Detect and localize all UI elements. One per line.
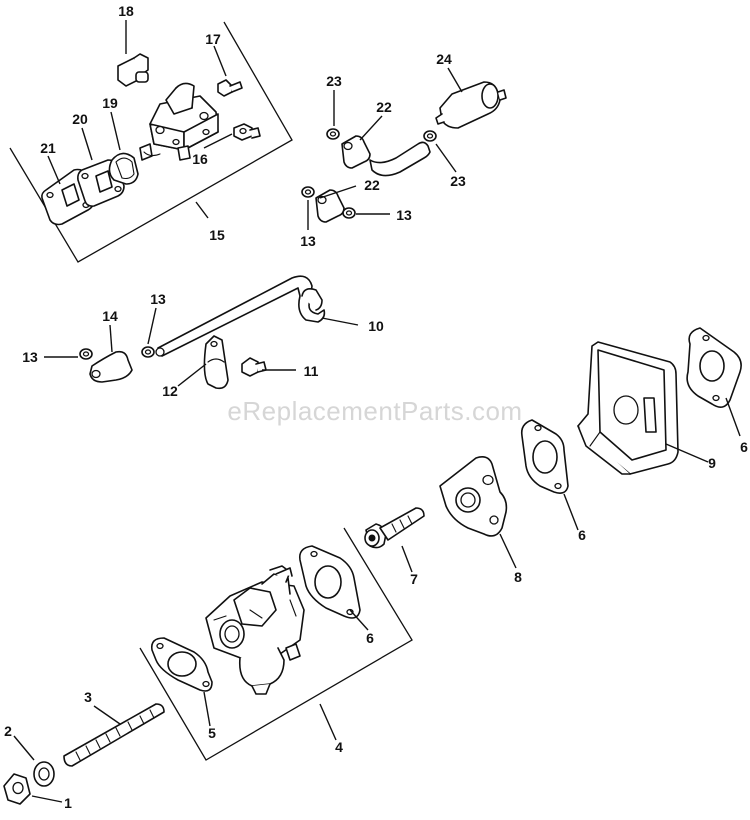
callout-14: 14 xyxy=(102,308,118,324)
leader-lines xyxy=(13,20,741,803)
callout-13-mid-right: 13 xyxy=(396,207,412,223)
group-bracket-4 xyxy=(139,527,413,761)
callout-6-right: 6 xyxy=(740,439,748,455)
part-24-fuel-filter xyxy=(435,81,507,129)
fuel-pump-body xyxy=(139,82,219,161)
callout-22-upper: 22 xyxy=(376,99,392,115)
part-5-gasket-carb xyxy=(150,637,213,692)
callout-7: 7 xyxy=(410,571,418,587)
callout-23-upper: 23 xyxy=(326,73,342,89)
part-13-clamp-mid-right xyxy=(342,207,356,219)
callout-13-mid-left: 13 xyxy=(300,233,316,249)
part-3-stud xyxy=(63,703,165,767)
callout-10: 10 xyxy=(368,318,384,334)
callout-3: 3 xyxy=(84,689,92,705)
callout-6-carb: 6 xyxy=(366,630,374,646)
watermark: eReplacementParts.com xyxy=(227,396,522,426)
callout-20: 20 xyxy=(72,111,88,127)
part-18-elbow-fitting xyxy=(117,53,149,87)
part-8-spacer xyxy=(439,456,508,537)
callout-22-lower: 22 xyxy=(364,177,380,193)
part-19-diaphragm xyxy=(108,152,139,185)
part-6-gasket-carb xyxy=(298,545,361,619)
part-23-clamp-right xyxy=(423,130,437,142)
part-14-hose xyxy=(89,350,133,383)
callout-18: 18 xyxy=(118,3,134,19)
callout-1: 1 xyxy=(64,795,72,811)
callout-15: 15 xyxy=(209,227,225,243)
callout-8: 8 xyxy=(514,569,522,585)
part-17-screw xyxy=(217,79,243,97)
callout-labels: 18 17 19 20 21 16 15 23 22 24 23 22 13 1… xyxy=(4,3,748,811)
part-12-pipe-clip xyxy=(203,335,229,390)
part-10-fuel-pipe xyxy=(155,275,326,357)
part-6-gasket-right xyxy=(686,327,742,408)
callout-13-left: 13 xyxy=(22,349,38,365)
callout-9: 9 xyxy=(708,455,716,471)
part-16-fitting xyxy=(233,123,261,141)
part-13-clamp-pipe xyxy=(141,346,155,358)
callout-16: 16 xyxy=(192,151,208,167)
callout-21: 21 xyxy=(40,140,56,156)
callout-12: 12 xyxy=(162,383,178,399)
callout-19: 19 xyxy=(102,95,118,111)
callout-17: 17 xyxy=(205,31,221,47)
part-2-washer xyxy=(33,761,55,787)
part-11-screw xyxy=(241,357,267,377)
part-13-clamp-left xyxy=(79,348,93,360)
callout-11: 11 xyxy=(304,363,319,379)
callout-2: 2 xyxy=(4,723,12,739)
part-carburetor xyxy=(205,565,305,695)
callout-24: 24 xyxy=(436,51,452,67)
part-6-gasket-mid xyxy=(520,419,569,494)
part-13-clamp-mid-left xyxy=(301,186,315,198)
part-22-hose-upper xyxy=(341,135,431,177)
part-1-nut xyxy=(3,773,31,805)
part-23-clamp-upper xyxy=(326,128,340,140)
callout-4: 4 xyxy=(335,739,343,755)
callout-23-right: 23 xyxy=(450,173,466,189)
callout-13-pipe: 13 xyxy=(150,291,166,307)
callout-5: 5 xyxy=(208,725,216,741)
callout-6-mid: 6 xyxy=(578,527,586,543)
part-7-screw xyxy=(364,507,425,549)
part-9-air-cleaner-base xyxy=(577,341,679,475)
